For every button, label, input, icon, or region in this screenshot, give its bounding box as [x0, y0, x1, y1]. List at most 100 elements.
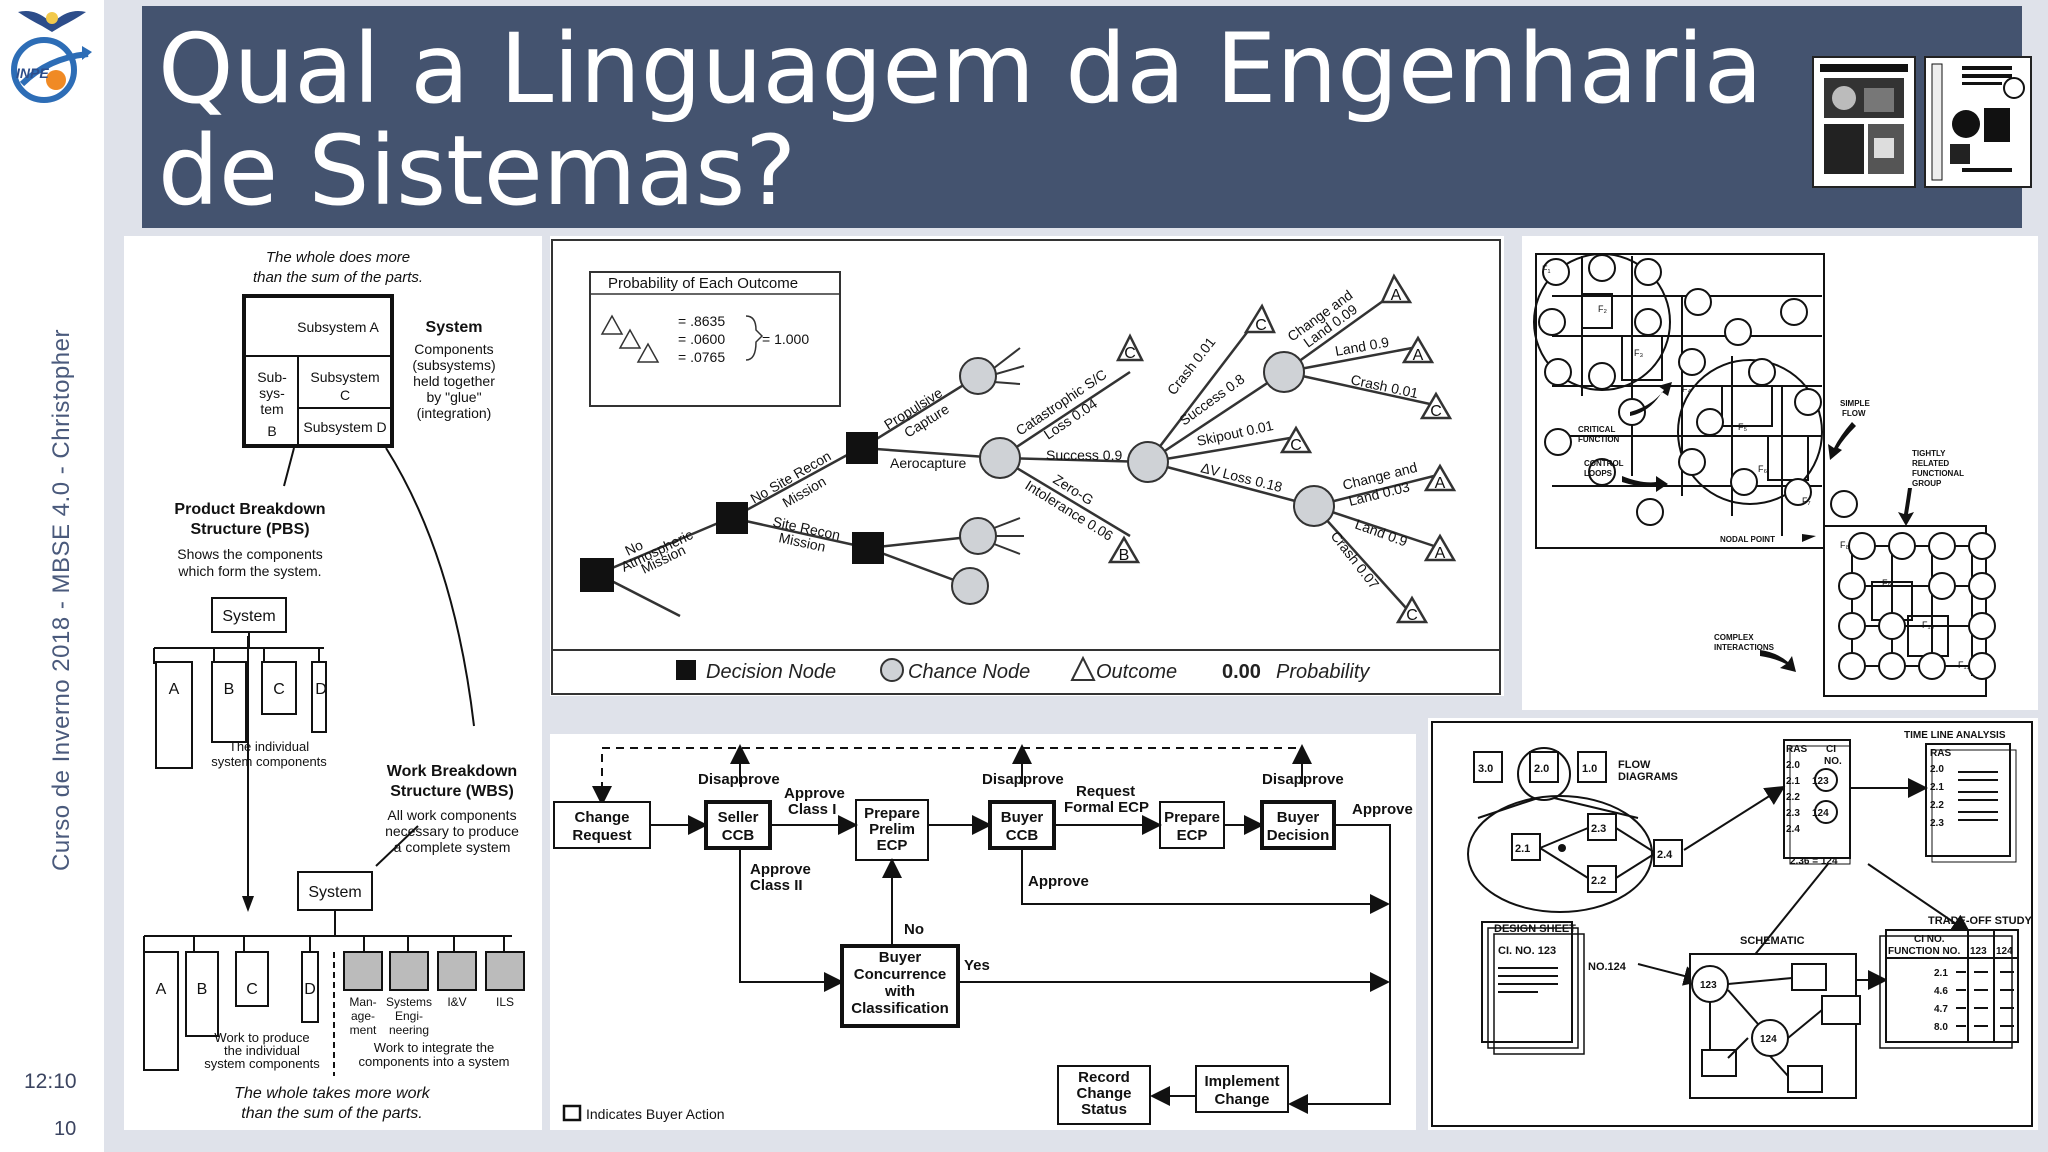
- label-complex: COMPLEX: [1714, 633, 1754, 642]
- tl-row-22: 2.2: [1930, 800, 1944, 811]
- label-group: GROUP: [1912, 479, 1942, 488]
- legend-total: = 1.000: [762, 331, 809, 347]
- wbs-mgmt-2: age-: [351, 1009, 375, 1023]
- pbs-desc-1: Shows the components: [177, 546, 323, 562]
- ras-row-24: 2.4: [1786, 824, 1800, 835]
- wbs-integrate-2: components into a system: [358, 1054, 509, 1069]
- label-function: FUNCTION: [1578, 435, 1620, 444]
- subsystem-c-label-1: Subsystem: [310, 369, 379, 385]
- wbs-mgmt-1: Man-: [349, 995, 376, 1009]
- flow-id-24: 2.4: [1657, 849, 1673, 861]
- pbs-individual-2: system components: [211, 754, 327, 769]
- implement-change-1: Implement: [1204, 1073, 1279, 1090]
- flow-id-22: 2.2: [1591, 875, 1606, 887]
- buyer-concurrence-2: Concurrence: [854, 966, 947, 983]
- f5-label: F₅: [1738, 422, 1747, 432]
- time-label: 12:10: [24, 1070, 77, 1093]
- flow-id-21: 2.1: [1515, 843, 1530, 855]
- ci-header-1: CI: [1826, 744, 1836, 755]
- ci-header-2: NO.: [1824, 756, 1842, 767]
- subsystem-b-label-4: B: [267, 423, 276, 439]
- page-number: 10: [54, 1118, 77, 1140]
- to-row-80: 8.0: [1934, 1022, 1948, 1033]
- system-desc-1: Components: [414, 341, 493, 357]
- label-crash-001b: Crash 0.01: [1349, 371, 1420, 401]
- label-functional: FUNCTIONAL: [1912, 469, 1964, 478]
- wbs-se-3: neering: [389, 1023, 429, 1037]
- wbs-integrate-1: Work to integrate the: [374, 1040, 494, 1055]
- ecp-flow-diagram: Change Request Seller CCB Prepare Prelim…: [550, 734, 1416, 1130]
- pbs-wbs-diagram: The whole does more than the sum of the …: [124, 236, 542, 1130]
- flow-id-10: 1.0: [1582, 763, 1597, 775]
- label-critical: CRITICAL: [1578, 425, 1615, 434]
- logo-text: INPE: [16, 65, 49, 81]
- pbs-title-2: Structure (PBS): [190, 521, 309, 538]
- label-control: CONTROL: [1584, 459, 1624, 468]
- buyer-ccb-2: CCB: [1006, 827, 1039, 844]
- f11-label: F₁₁: [1958, 660, 1970, 670]
- buyer-concurrence-3: with: [884, 983, 915, 1000]
- label-interactions: INTERACTIONS: [1714, 643, 1775, 652]
- flow-diagrams-1: FLOW: [1618, 759, 1651, 771]
- implement-change-2: Change: [1214, 1091, 1269, 1108]
- system-desc-2: (subsystems): [412, 357, 495, 373]
- prepare-prelim-3: ECP: [877, 837, 908, 854]
- request-formal-1: Request: [1076, 783, 1135, 800]
- f2-label: F₂: [1598, 304, 1607, 314]
- disapprove-3: Disapprove: [1262, 771, 1344, 788]
- change-request-2: Request: [572, 827, 631, 844]
- wbs-desc-1: All work components: [387, 807, 516, 823]
- approve-class1-2: Class I: [788, 801, 836, 818]
- legend-value-b: = .0600: [678, 331, 725, 347]
- wbs-ils: ILS: [496, 995, 514, 1009]
- tl-row-20: 2.0: [1930, 764, 1944, 775]
- label-land-09a: Land 0.9: [1334, 334, 1391, 359]
- schematic-label: SCHEMATIC: [1740, 935, 1805, 947]
- functional-blocks-diagram: CRITICAL FUNCTION CONTROL LOOPS SIMPLE F…: [1522, 236, 2038, 710]
- outcome-c-5: C: [1406, 607, 1418, 624]
- ras-row-21: 2.1: [1786, 776, 1800, 787]
- request-formal-2: Formal ECP: [1064, 799, 1149, 816]
- buyer-decision-2: Decision: [1267, 827, 1330, 844]
- system-heading: System: [426, 319, 483, 336]
- tl-row-21: 2.1: [1930, 782, 1944, 793]
- approve-class2-1: Approve: [750, 861, 811, 878]
- yes-label: Yes: [964, 957, 990, 974]
- design-sheet-no124: NO.124: [1588, 961, 1627, 973]
- wbs-comp-a: A: [156, 981, 167, 998]
- pbs-bottom-caption-1: The whole takes more work: [234, 1085, 431, 1102]
- legend-prob-label: Probability: [1276, 661, 1370, 683]
- system-desc-5: (integration): [417, 405, 492, 421]
- f6-label: F₆: [1758, 464, 1767, 474]
- ras-header: RAS: [1786, 744, 1807, 755]
- to-row-46: 4.6: [1934, 986, 1948, 997]
- buyer-decision-1: Buyer: [1277, 809, 1320, 826]
- label-no: No: [622, 536, 645, 558]
- label-tightly: TIGHTLY: [1912, 449, 1946, 458]
- to-col-123: 123: [1970, 946, 1987, 957]
- label-related: RELATED: [1912, 459, 1949, 468]
- pbs-individual-1: The individual: [229, 739, 309, 754]
- f10-label: F₁₀: [1922, 620, 1935, 630]
- wbs-comp-d: D: [304, 981, 316, 998]
- wbs-comp-b: B: [197, 981, 208, 998]
- outcome-a-2: A: [1413, 347, 1424, 364]
- wbs-se-2: Engi-: [395, 1009, 423, 1023]
- record-change-3: Status: [1081, 1101, 1127, 1118]
- prepare-prelim-2: Prelim: [869, 821, 915, 838]
- ras-bottom: 2.36 = 124: [1790, 856, 1838, 867]
- book-thumbnail-1: [1812, 56, 1916, 188]
- to-row-47: 4.7: [1934, 1004, 1948, 1015]
- left-strip: INPE Curso de Inverno 2018 - MBSE 4.0 - …: [0, 0, 104, 1152]
- label-flow: FLOW: [1842, 409, 1866, 418]
- wbs-system-box: System: [308, 884, 361, 901]
- label-aerocapture: Aerocapture: [890, 455, 966, 471]
- record-change-1: Record: [1078, 1069, 1130, 1086]
- ras-ci-123: 123: [1812, 776, 1829, 787]
- label-dv-loss: ΔV Loss 0.18: [1199, 459, 1284, 495]
- f3-label: F₃: [1634, 348, 1643, 358]
- prepare-ecp-2: ECP: [1177, 827, 1208, 844]
- label-loops: LOOPS: [1584, 469, 1613, 478]
- ras-row-22: 2.2: [1786, 792, 1800, 803]
- wbs-produce-2: the individual: [224, 1043, 300, 1058]
